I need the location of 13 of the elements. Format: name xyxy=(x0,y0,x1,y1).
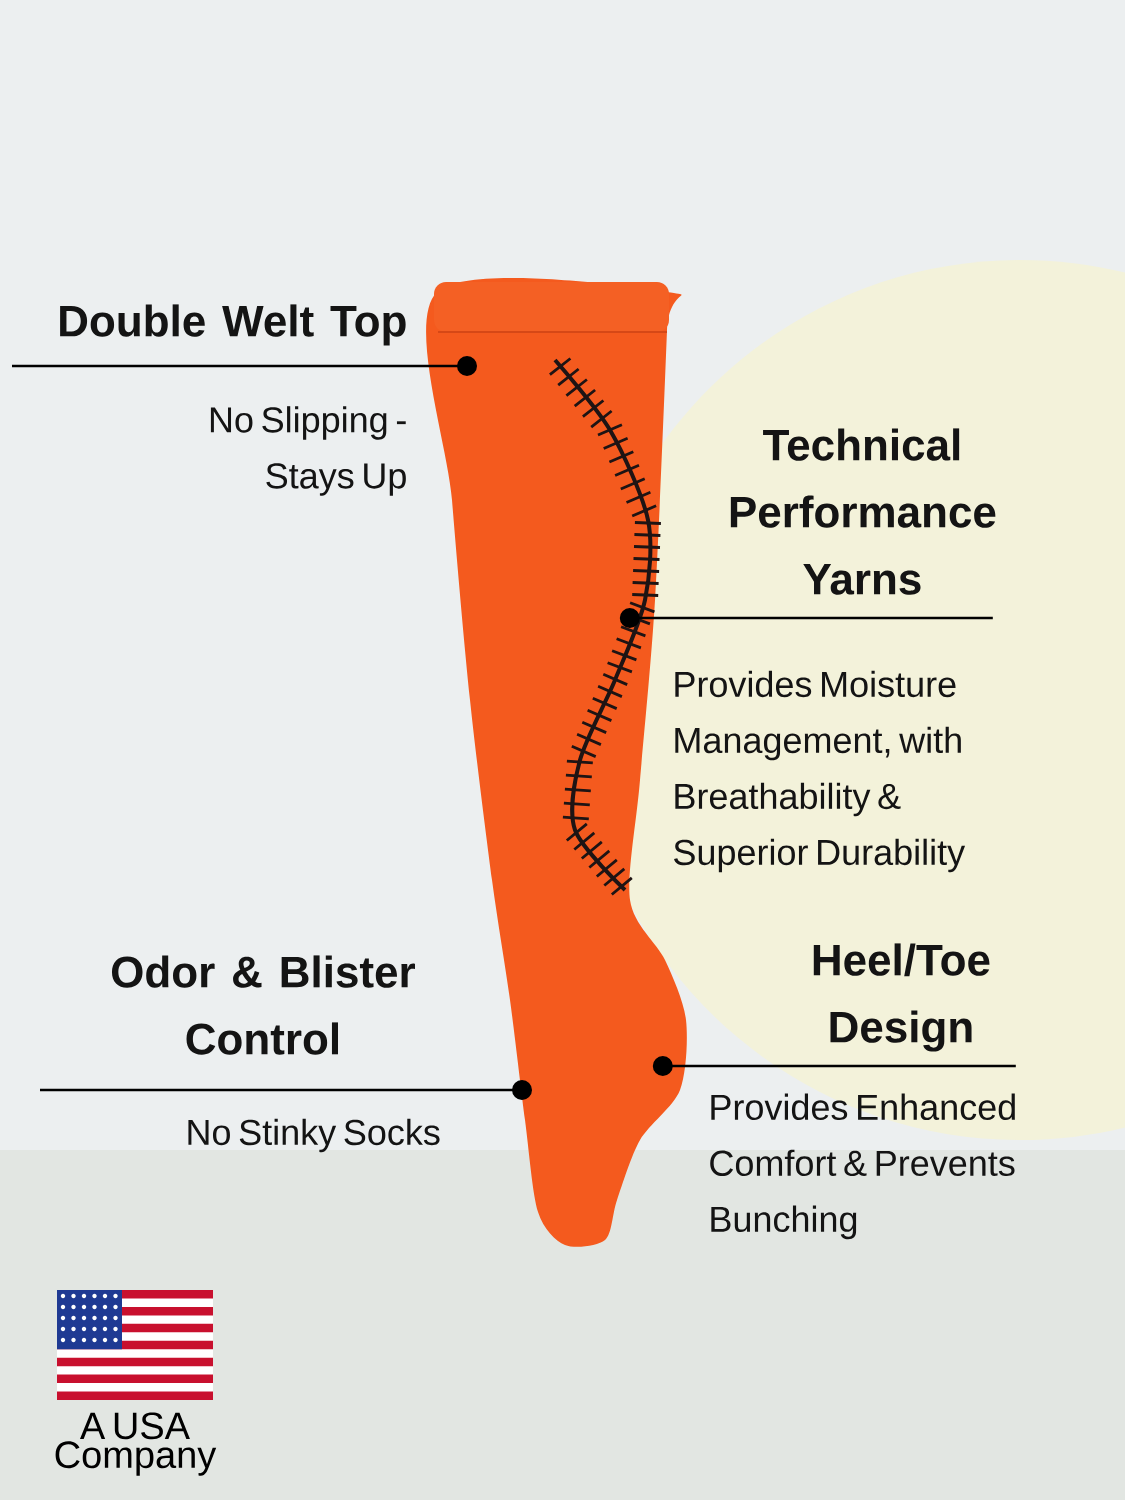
feature-heading: Odor & Blister Control xyxy=(111,955,415,1055)
leader-line xyxy=(12,356,477,376)
feature-heading: Technical Performance Yarns xyxy=(730,428,996,595)
feature-text: Provides Moisture Management, with Breathability & Superior Durability xyxy=(674,670,966,873)
leader-line xyxy=(40,1080,532,1100)
feature-text: No Stinky Socks xyxy=(188,1118,440,1153)
feature-heading: Double Welt Top xyxy=(60,304,406,346)
leader-line xyxy=(652,1056,1016,1076)
feature-text: No Slipping - Stays Up xyxy=(210,406,406,496)
caption-text: A USA Company xyxy=(55,1412,217,1476)
feature-text: Provides Enhanced Comfort & Prevents Bunching xyxy=(710,1093,1015,1240)
feature-heading: Heel/Toe Design xyxy=(813,943,990,1052)
leader-line xyxy=(619,608,993,628)
